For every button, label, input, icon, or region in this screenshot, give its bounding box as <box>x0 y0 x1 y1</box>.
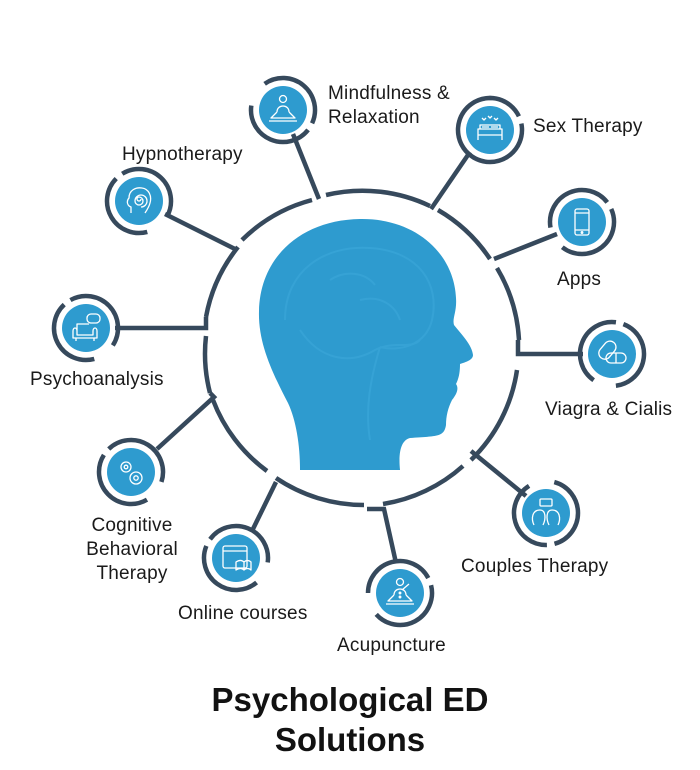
gears-icon <box>120 461 143 485</box>
head-spiral-icon <box>126 187 152 214</box>
human-head-brain-icon <box>258 218 473 470</box>
browser-book-icon <box>222 545 252 571</box>
node-label-viagra-cialis: Viagra & Cialis <box>545 399 673 420</box>
node-label-online-courses: Online courses <box>178 603 308 624</box>
node-label-couples-therapy: Couples Therapy <box>461 556 609 577</box>
node-ring <box>577 319 647 388</box>
node-label-mindfulness: Mindfulness &Relaxation <box>328 83 450 128</box>
title-line-2: Solutions <box>274 721 426 758</box>
node-ring <box>547 187 617 257</box>
node-ring <box>365 558 435 628</box>
node-ring <box>455 95 525 165</box>
node-acupuncture <box>365 558 435 628</box>
bed-hearts-icon <box>477 115 503 140</box>
node-viagra-cialis <box>577 319 647 388</box>
title-line-1: Psychological ED <box>211 681 489 718</box>
meditation-icon <box>269 94 297 122</box>
node-ring <box>248 75 318 145</box>
node-ring <box>96 437 166 507</box>
node-apps <box>547 187 617 257</box>
node-label-hypnotherapy: Hypnotherapy <box>122 144 243 165</box>
two-heads-chat-icon <box>531 498 561 526</box>
smartphone-icon <box>574 208 590 236</box>
node-couples-therapy <box>511 479 581 548</box>
central-ring <box>202 188 522 508</box>
node-sex-therapy <box>455 95 525 165</box>
node-label-acupuncture: Acupuncture <box>337 635 446 656</box>
node-ring <box>51 293 121 363</box>
node-mindfulness <box>248 75 318 145</box>
node-ring <box>511 479 581 548</box>
node-label-sex-therapy: Sex Therapy <box>533 116 643 137</box>
node-hypnotherapy <box>104 166 174 236</box>
diagram-title: Psychological ED Solutions <box>0 680 700 760</box>
couch-speech-icon <box>72 313 101 341</box>
node-online-courses <box>201 523 271 593</box>
node-ring <box>104 166 174 236</box>
pills-icon <box>598 340 627 364</box>
node-psychoanalysis <box>51 293 121 363</box>
node-label-psychoanalysis: Psychoanalysis <box>30 369 164 390</box>
node-ring <box>201 523 271 593</box>
connectors <box>115 133 583 564</box>
meditation-needle-icon <box>386 577 414 605</box>
node-label-apps: Apps <box>557 269 602 290</box>
node-cbt <box>96 437 166 507</box>
